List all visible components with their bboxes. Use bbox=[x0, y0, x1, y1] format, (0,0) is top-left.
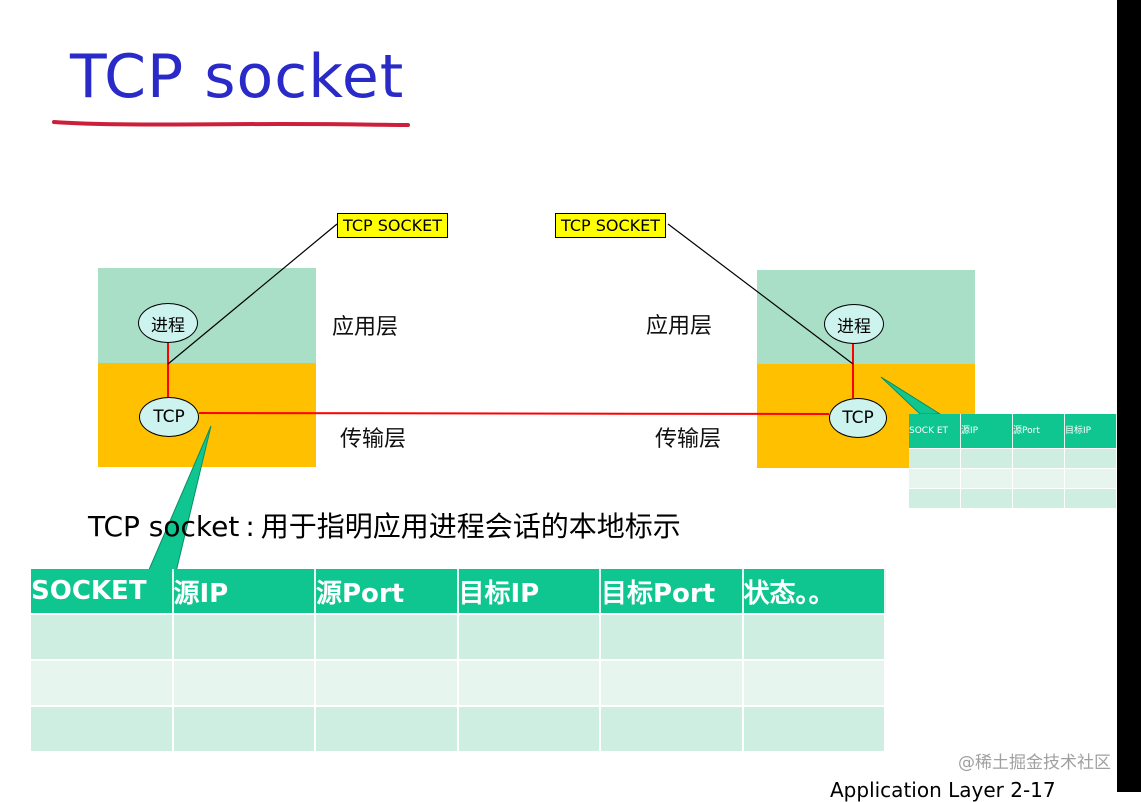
table-cell bbox=[173, 705, 316, 751]
left-tcp-node: TCP bbox=[139, 397, 199, 437]
table-cell bbox=[1013, 488, 1065, 508]
right-process-node: 进程 bbox=[824, 304, 884, 344]
title-underline bbox=[52, 120, 410, 127]
socket-definition: TCP socket:用于指明应用进程会话的本地标示 bbox=[88, 505, 681, 545]
table-row bbox=[31, 613, 886, 659]
table-cell bbox=[173, 659, 316, 705]
left-transport-layer-label: 传输层 bbox=[340, 427, 407, 452]
small-socket-table-header-row: SOCK ET 源IP 源Port 目标IP bbox=[909, 414, 1117, 448]
table-cell bbox=[1065, 448, 1117, 468]
small-socket-table-header: 目标IP bbox=[1065, 414, 1117, 448]
left-application-layer-label: 应用层 bbox=[332, 315, 399, 340]
table-cell bbox=[316, 659, 459, 705]
small-socket-table-header: 源Port bbox=[1013, 414, 1065, 448]
table-cell bbox=[1013, 468, 1065, 488]
socket-table-header: 源IP bbox=[173, 569, 316, 613]
left-transport-layer bbox=[98, 363, 316, 467]
table-cell bbox=[1065, 468, 1117, 488]
table-cell bbox=[1065, 488, 1117, 508]
table-row bbox=[909, 468, 1117, 488]
table-cell bbox=[909, 488, 961, 508]
watermark: @稀土掘金技术社区 bbox=[958, 753, 1111, 773]
table-cell bbox=[173, 613, 316, 659]
table-cell bbox=[601, 659, 744, 705]
table-cell bbox=[961, 468, 1013, 488]
table-cell bbox=[909, 448, 961, 468]
right-transport-layer-label: 传输层 bbox=[655, 427, 722, 452]
table-row bbox=[909, 448, 1117, 468]
socket-table: SOCKET 源IP 源Port 目标IP 目标Port 状态。。 bbox=[31, 569, 886, 751]
slide-title: TCP socket bbox=[70, 42, 405, 112]
table-cell bbox=[961, 448, 1013, 468]
table-cell bbox=[458, 705, 601, 751]
socket-table-header-row: SOCKET 源IP 源Port 目标IP 目标Port 状态。。 bbox=[31, 569, 886, 613]
socket-table-header: 状态。。 bbox=[743, 569, 886, 613]
left-application-layer bbox=[98, 268, 316, 363]
small-socket-table-header: 源IP bbox=[961, 414, 1013, 448]
table-cell bbox=[31, 659, 174, 705]
right-edge-bar bbox=[1117, 0, 1141, 792]
right-application-layer-label: 应用层 bbox=[646, 314, 713, 339]
right-callout-pointer bbox=[667, 223, 854, 365]
table-cell bbox=[316, 613, 459, 659]
table-cell bbox=[316, 705, 459, 751]
table-cell bbox=[458, 659, 601, 705]
table-cell bbox=[458, 613, 601, 659]
socket-table-header: 目标Port bbox=[601, 569, 744, 613]
small-socket-table: SOCK ET 源IP 源Port 目标IP bbox=[909, 414, 1117, 508]
socket-table-header: 源Port bbox=[316, 569, 459, 613]
tcp-connection-line bbox=[198, 412, 830, 415]
table-row bbox=[31, 659, 886, 705]
table-cell bbox=[601, 705, 744, 751]
table-row bbox=[31, 705, 886, 751]
table-cell bbox=[601, 613, 744, 659]
table-cell bbox=[743, 705, 886, 751]
socket-table-header: 目标IP bbox=[458, 569, 601, 613]
table-cell bbox=[743, 613, 886, 659]
definition-text: 用于指明应用进程会话的本地标示 bbox=[260, 510, 681, 543]
table-row bbox=[909, 488, 1117, 508]
slide-footer: Application Layer 2-17 bbox=[830, 778, 1056, 802]
definition-separator: : bbox=[245, 510, 255, 543]
table-cell bbox=[909, 468, 961, 488]
socket-table-header: SOCKET bbox=[31, 569, 174, 613]
left-process-node: 进程 bbox=[138, 303, 198, 343]
small-table-pointer bbox=[880, 376, 942, 415]
table-cell bbox=[961, 488, 1013, 508]
right-tcp-socket-callout: TCP SOCKET bbox=[555, 213, 667, 238]
small-socket-table-header: SOCK ET bbox=[909, 414, 961, 448]
left-tcp-socket-callout: TCP SOCKET bbox=[337, 213, 449, 238]
table-cell bbox=[743, 659, 886, 705]
table-cell bbox=[31, 705, 174, 751]
definition-term: TCP socket bbox=[88, 510, 240, 543]
big-table-pointer bbox=[147, 425, 212, 573]
left-callout-pointer bbox=[167, 223, 338, 365]
table-cell bbox=[31, 613, 174, 659]
right-tcp-node: TCP bbox=[829, 398, 887, 438]
table-cell bbox=[1013, 448, 1065, 468]
